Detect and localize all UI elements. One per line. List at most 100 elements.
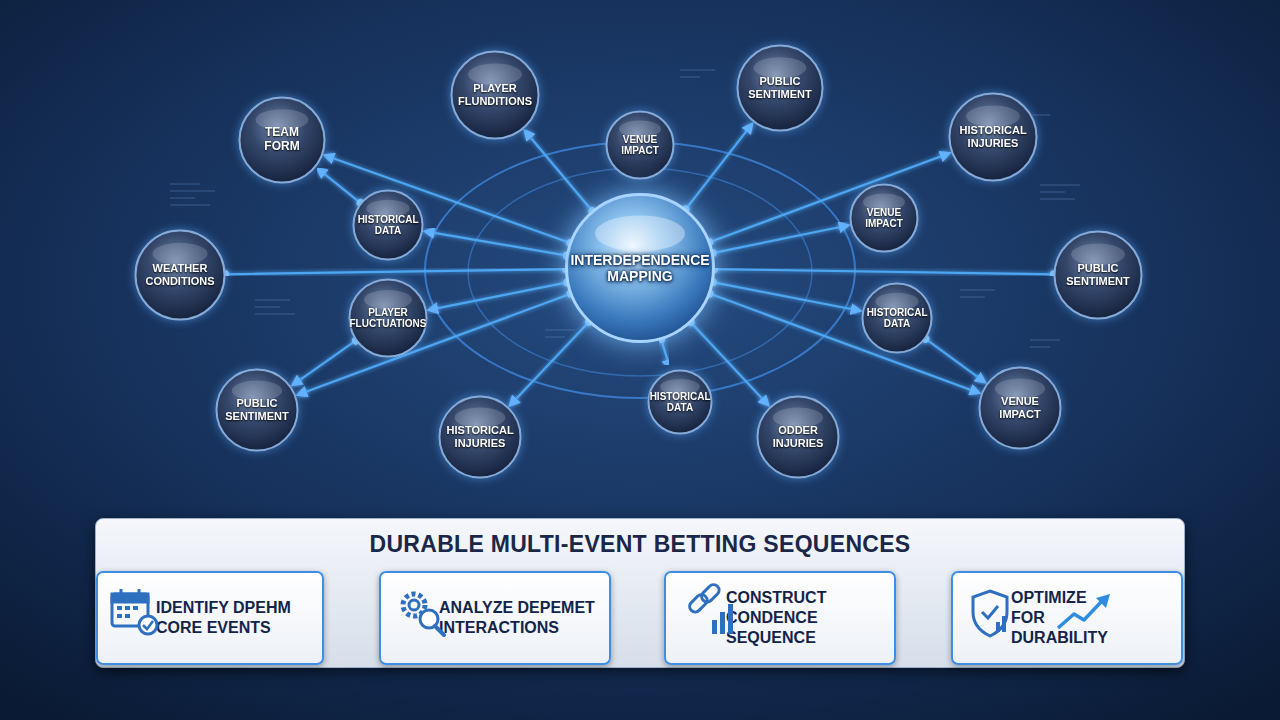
- gear-hub: [409, 600, 419, 610]
- node-label: HISTORICAL INJURIES: [960, 124, 1027, 149]
- node-label: ODDER INJURIES: [773, 424, 824, 449]
- node-label: TEAM FORM: [264, 126, 299, 154]
- factor-circle: TEAM FORM: [238, 96, 326, 184]
- calendar-bar: [112, 594, 148, 602]
- decor-line: [170, 197, 195, 199]
- calendar-grid: [117, 606, 138, 618]
- factor-circle: PLAYER FLUCTUATIONS: [348, 278, 428, 358]
- decor-line: [545, 329, 575, 331]
- gloss-highlight: [754, 57, 807, 78]
- decor-line: [170, 204, 210, 206]
- factor-circle: VENUE IMPACT: [605, 110, 675, 180]
- circle-outline: [738, 46, 823, 131]
- decor-line: [960, 289, 995, 291]
- calendar-ring: [120, 589, 123, 598]
- factor-circle: HISTORICAL INJURIES: [948, 92, 1038, 182]
- circle-outline: [1055, 232, 1142, 319]
- circle-outline: [452, 52, 539, 139]
- shield-icon: [973, 591, 1007, 636]
- calendar-cell: [133, 606, 138, 610]
- link-line: [925, 339, 977, 377]
- link-line: [325, 174, 361, 203]
- panel-title: DURABLE MULTI-EVENT BETTING SEQUENCES: [96, 531, 1184, 558]
- factor-circle: VENUE IMPACT: [849, 183, 919, 253]
- bar: [720, 612, 725, 634]
- decor-line: [255, 299, 290, 301]
- node-label: HISTORICAL DATA: [867, 307, 928, 330]
- decor-line: [545, 336, 565, 338]
- circle-outline: [863, 284, 932, 353]
- calendar-cell: [117, 606, 122, 610]
- link-line: [685, 131, 746, 209]
- step-box: CONSTRUCT CONDENCE SEQUENCE: [664, 571, 896, 665]
- decor-line: [170, 183, 200, 185]
- hub-circle: INTERDEPENDENCE MAPPING: [565, 193, 715, 343]
- node-label: PUBLIC SENTIMENT: [1066, 262, 1130, 287]
- step-label: IDENTIFY DPEHM CORE EVENTS: [156, 598, 316, 638]
- link-line: [516, 322, 589, 399]
- link-line: [531, 138, 592, 211]
- factor-circle: HISTORICAL DATA: [861, 282, 933, 354]
- gear-teeth: [403, 594, 425, 616]
- factor-circle: PLAYER FLUNDITIONS: [450, 50, 540, 140]
- factor-circle: PUBLIC SENTIMENT: [736, 44, 824, 132]
- calendar-cell: [125, 606, 130, 610]
- node-label: VENUE IMPACT: [621, 134, 659, 157]
- shield-check: [982, 606, 998, 618]
- link-line: [712, 227, 838, 253]
- factor-circle: HISTORICAL DATA: [647, 369, 713, 435]
- calendar-cell: [125, 614, 130, 618]
- node-label: HISTORICAL INJURIES: [447, 424, 514, 449]
- calendar-icon: [112, 589, 157, 634]
- node-label: WEATHER CONDITIONS: [145, 262, 214, 287]
- node-label: PLAYER FLUNDITIONS: [458, 82, 532, 107]
- node-label: INTERDEPENDENCE MAPPING: [570, 252, 709, 284]
- calendar-body: [112, 594, 148, 626]
- trend-arrow: [1058, 594, 1110, 628]
- decor-line: [1040, 191, 1065, 193]
- factor-circle: WEATHER CONDITIONS: [134, 229, 226, 321]
- factor-circle: HISTORICAL INJURIES: [438, 395, 522, 479]
- factor-circle: ODDER INJURIES: [756, 395, 840, 479]
- circle-outline: [136, 231, 225, 320]
- trend-head: [1096, 594, 1110, 608]
- chain-bars-icon: [687, 582, 733, 634]
- gloss-highlight: [468, 64, 522, 86]
- node-label: VENUE IMPACT: [865, 207, 903, 230]
- gloss-highlight: [152, 243, 207, 265]
- step-box: OPTIMIZE FOR DURABILITY: [951, 571, 1183, 665]
- chain-link: [699, 582, 721, 604]
- link-line: [713, 282, 851, 309]
- link-line: [714, 269, 1054, 274]
- decor-line: [680, 76, 700, 78]
- circle-outline: [980, 368, 1061, 449]
- node-label: HISTORICAL DATA: [358, 214, 419, 237]
- bar: [728, 604, 733, 634]
- link-line: [307, 294, 571, 392]
- step-label: CONSTRUCT CONDENCE SEQUENCE: [726, 588, 891, 648]
- circle-outline: [950, 94, 1037, 181]
- bar: [996, 622, 1000, 632]
- circle-outline: [649, 371, 712, 434]
- link-line: [639, 342, 641, 506]
- circle-outline: [758, 397, 839, 478]
- magnifier-handle: [435, 626, 444, 635]
- circle-outline: [350, 280, 427, 357]
- trend-line: [1058, 601, 1102, 628]
- magnifier-lens: [420, 610, 438, 628]
- circle-outline: [440, 397, 521, 478]
- decor-line: [1030, 346, 1050, 348]
- gloss-highlight: [595, 216, 685, 252]
- node-label: PUBLIC SENTIMENT: [225, 397, 289, 422]
- link-line: [661, 339, 667, 360]
- bar: [712, 620, 717, 634]
- calendar-ring: [138, 589, 141, 598]
- node-label: HISTORICAL DATA: [650, 391, 711, 414]
- node-label: PUBLIC SENTIMENT: [748, 75, 812, 100]
- decor-line: [170, 190, 215, 192]
- decor-line: [960, 296, 985, 298]
- factor-circle: HISTORICAL DATA: [352, 189, 424, 261]
- link-line: [434, 233, 567, 256]
